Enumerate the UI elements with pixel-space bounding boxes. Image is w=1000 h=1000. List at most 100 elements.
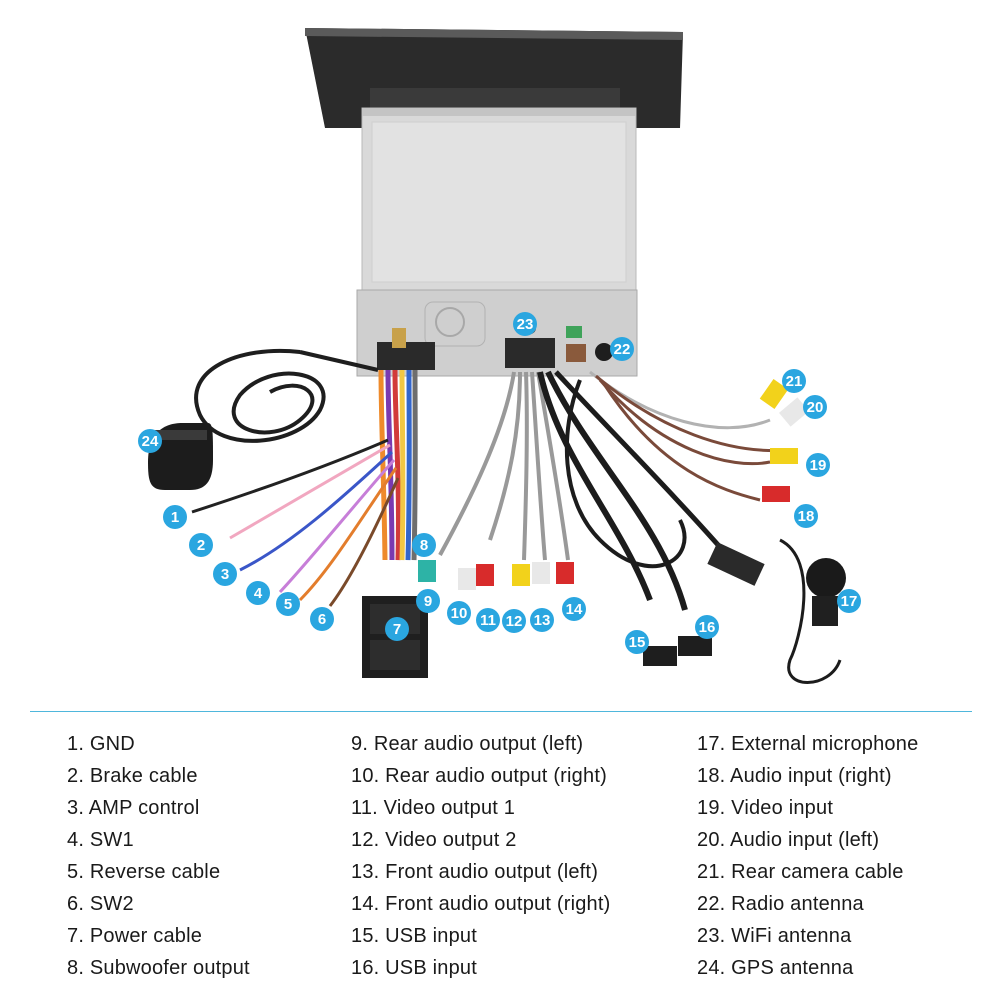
badge-label: 11 (480, 612, 496, 629)
badge-circle (476, 608, 500, 632)
callout-badge-21: 21 (782, 369, 806, 393)
badge-circle (246, 581, 270, 605)
legend-item: 7. Power cable (67, 925, 203, 947)
badge-circle (138, 429, 162, 453)
badge-circle (806, 453, 830, 477)
badge-circle (310, 607, 334, 631)
rear-connector-brown (566, 344, 586, 362)
callout-badge-9: 9 (416, 589, 440, 613)
badge-circle (837, 589, 861, 613)
callout-badge-19: 19 (806, 453, 830, 477)
badge-circle (794, 504, 818, 528)
legend-item: 1. GND (67, 733, 135, 755)
badge-circle (385, 617, 409, 641)
legend-item: 23. WiFi antenna (697, 925, 852, 947)
legend-item: 19. Video input (697, 797, 834, 819)
badge-circle (412, 533, 436, 557)
badge-circle (189, 533, 213, 557)
badge-circle (447, 601, 471, 625)
badge-label: 15 (629, 634, 646, 651)
legend-item: 20. Audio input (left) (697, 829, 880, 851)
divider-line (30, 711, 972, 712)
power-harness (191, 369, 428, 678)
badge-label: 7 (393, 621, 401, 638)
badge-label: 14 (566, 601, 583, 618)
badge-circle (782, 369, 806, 393)
callout-badge-14: 14 (562, 597, 586, 621)
badge-label: 13 (534, 612, 551, 629)
callout-badge-7: 7 (385, 617, 409, 641)
legend-item: 18. Audio input (right) (697, 765, 892, 787)
badge-label: 2 (197, 537, 205, 554)
badge-circle (695, 615, 719, 639)
callout-badge-10: 10 (447, 601, 471, 625)
rear-connector-mid (505, 338, 555, 368)
callout-badge-5: 5 (276, 592, 300, 616)
legend-item: 11. Video output 1 (351, 797, 516, 819)
badge-circle (803, 395, 827, 419)
legend-item: 4. SW1 (67, 829, 134, 851)
badge-circle (513, 312, 537, 336)
badge-label: 19 (810, 457, 827, 474)
legend-item: 17. External microphone (697, 733, 919, 755)
legend-item: 14. Front audio output (right) (351, 893, 611, 915)
rca-input-bundle (589, 370, 809, 502)
badge-circle (625, 630, 649, 654)
callout-badge-20: 20 (803, 395, 827, 419)
badge-label: 16 (699, 619, 716, 636)
badge-label: 10 (451, 605, 468, 622)
callout-badge-18: 18 (794, 504, 818, 528)
badge-label: 22 (614, 341, 631, 358)
badge-circle (276, 592, 300, 616)
badge-label: 5 (284, 596, 292, 613)
callout-badge-3: 3 (213, 562, 237, 586)
legend-item: 5. Reverse cable (67, 861, 221, 883)
badge-label: 17 (841, 593, 858, 610)
callout-badge-4: 4 (246, 581, 270, 605)
legend-item: 8. Subwoofer output (67, 957, 250, 979)
green-connector (566, 326, 582, 338)
callout-badge-22: 22 (610, 337, 634, 361)
badge-circle (610, 337, 634, 361)
callout-badge-17: 17 (837, 589, 861, 613)
badge-label: 1 (171, 509, 179, 526)
callout-badge-12: 12 (502, 609, 526, 633)
rca-output-bundle (418, 371, 574, 590)
badge-circle (213, 562, 237, 586)
badge-label: 23 (517, 316, 534, 333)
usb-plug-16 (678, 636, 712, 656)
legend-item: 2. Brake cable (67, 765, 198, 787)
usb-and-mic-cables (537, 370, 846, 684)
usb-plug-15 (643, 646, 677, 666)
legend-item: 12. Video output 2 (351, 829, 517, 851)
badge-label: 18 (798, 508, 815, 525)
legend-item: 24. GPS antenna (697, 957, 854, 979)
badge-circle (163, 505, 187, 529)
badge-label: 20 (807, 399, 824, 416)
badge-label: 12 (506, 613, 523, 630)
badge-circle (416, 589, 440, 613)
legend-column-1: 1. GND 2. Brake cable 3. AMP control 4. … (67, 731, 250, 987)
legend-column-3: 17. External microphone 18. Audio input … (697, 731, 918, 987)
callout-badge-6: 6 (310, 607, 334, 631)
badge-label: 3 (221, 566, 229, 583)
badge-circle (562, 597, 586, 621)
legend-item: 6. SW2 (67, 893, 134, 915)
callout-badge-13: 13 (530, 608, 554, 632)
callout-badge-23: 23 (513, 312, 537, 336)
badge-label: 8 (420, 537, 428, 554)
gps-antenna (148, 348, 379, 490)
legend-item: 22. Radio antenna (697, 893, 864, 915)
legend-item: 16. USB input (351, 957, 478, 979)
badge-label: 4 (254, 585, 263, 602)
legend-item: 3. AMP control (67, 797, 200, 819)
callout-badge-1: 1 (163, 505, 187, 529)
badge-label: 6 (318, 611, 326, 628)
badge-label: 24 (142, 433, 159, 450)
callout-badge-11: 11 (476, 608, 500, 632)
callout-badge-24: 24 (138, 429, 162, 453)
badge-circle (502, 609, 526, 633)
legend-column-2: 9. Rear audio output (left) 10. Rear aud… (351, 731, 610, 987)
